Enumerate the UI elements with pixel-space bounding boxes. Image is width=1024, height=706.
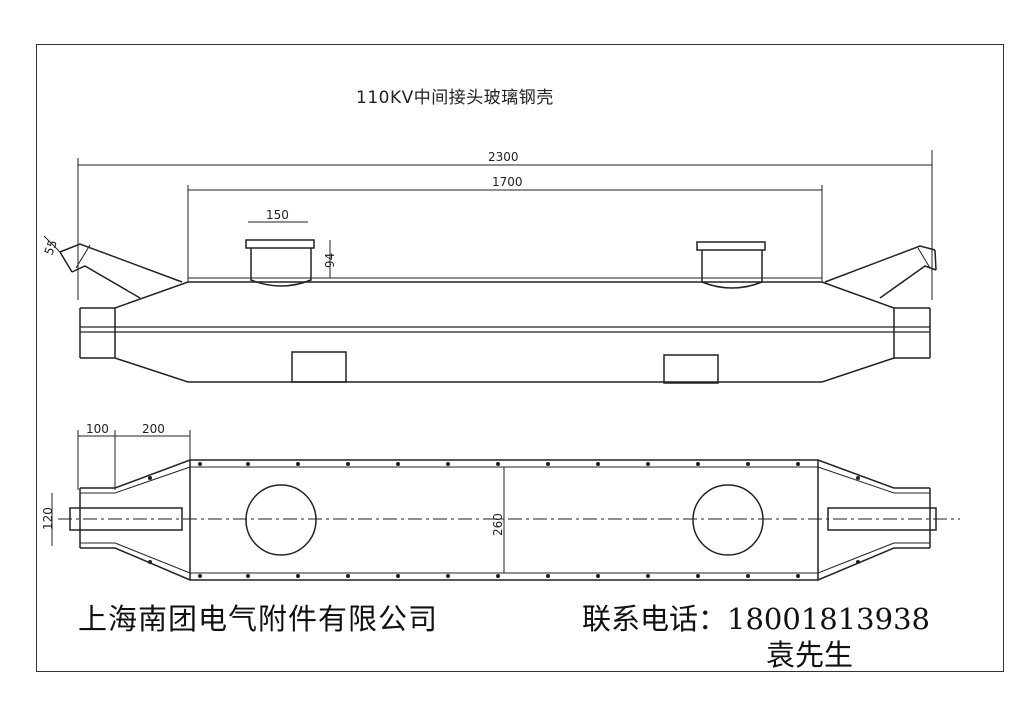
dim-end-diameter: 120 xyxy=(41,507,55,530)
dim-body-width: 260 xyxy=(491,513,505,536)
contact-label: 联系电话： xyxy=(582,602,728,636)
dim-port-height: 94 xyxy=(323,253,337,268)
dim-angle-pipe: 55 xyxy=(42,238,60,257)
dim-port-width: 150 xyxy=(266,208,289,222)
dim-body-length: 1700 xyxy=(492,175,523,189)
top-view xyxy=(51,430,960,581)
contact-name: 袁先生 xyxy=(766,638,854,672)
dim-taper-length: 200 xyxy=(142,422,165,436)
contact-line: 联系电话：18001813938 xyxy=(582,596,930,638)
company-name: 上海南团电气附件有限公司 xyxy=(78,602,439,636)
drawing-frame xyxy=(36,44,1004,672)
dim-end-length: 100 xyxy=(86,422,109,436)
drawing-title: 110KV中间接头玻璃钢壳 xyxy=(356,88,554,108)
dim-total-length: 2300 xyxy=(488,150,519,164)
side-view xyxy=(43,150,937,384)
phone-number: 18001813938 xyxy=(727,602,930,636)
